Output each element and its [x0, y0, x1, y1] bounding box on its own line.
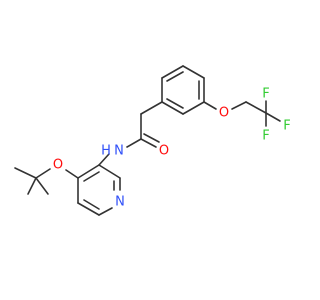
- bond-double-inner: [83, 171, 100, 182]
- bond: [182, 101, 205, 115]
- bond-double: [140, 138, 157, 148]
- bond: [98, 164, 121, 179]
- bond-double-inner: [166, 98, 184, 109]
- fluorine-label: F: [283, 119, 290, 134]
- tbu-oxygen-label: O: [53, 158, 63, 173]
- pyridine-nitrogen-label: N: [115, 195, 125, 210]
- tert-butoxy-group: [14, 167, 79, 195]
- bond: [161, 101, 184, 115]
- fluorine-label: F: [262, 87, 269, 102]
- trifluoroethoxy-group: [203, 100, 281, 127]
- carbonyl-oxygen-label: O: [159, 144, 169, 159]
- amide-nitrogen-label: N: [114, 144, 124, 159]
- bond: [27, 177, 37, 195]
- bond: [140, 101, 163, 115]
- fluorine-label: F: [262, 129, 269, 144]
- bond: [98, 207, 113, 216]
- molecule-canvas: F F F O O N H O N: [14, 65, 291, 216]
- bond-double-inner: [83, 199, 100, 210]
- bond: [35, 177, 49, 195]
- amide-hydrogen-label: H: [101, 144, 111, 159]
- bond: [245, 101, 267, 114]
- molecule-structure: F F F O O N H O N: [14, 65, 291, 216]
- bond-double: [143, 133, 160, 143]
- bond: [265, 112, 281, 122]
- bond: [77, 202, 100, 216]
- bond: [126, 138, 142, 148]
- bond: [231, 101, 247, 110]
- bond: [35, 168, 51, 179]
- bond: [65, 169, 79, 179]
- bond: [14, 167, 37, 179]
- bond-double-inner: [166, 71, 184, 82]
- atom-labels: F F F O O N H O N: [53, 87, 291, 210]
- bond: [161, 65, 184, 79]
- ether-oxygen-label: O: [219, 106, 229, 121]
- benzene-ring: [161, 65, 205, 115]
- acetamide-linker: [126, 101, 163, 148]
- bond: [203, 101, 217, 110]
- bond: [77, 164, 100, 179]
- bond: [182, 65, 205, 79]
- bond: [98, 153, 110, 166]
- pyridine-ring: [77, 153, 121, 216]
